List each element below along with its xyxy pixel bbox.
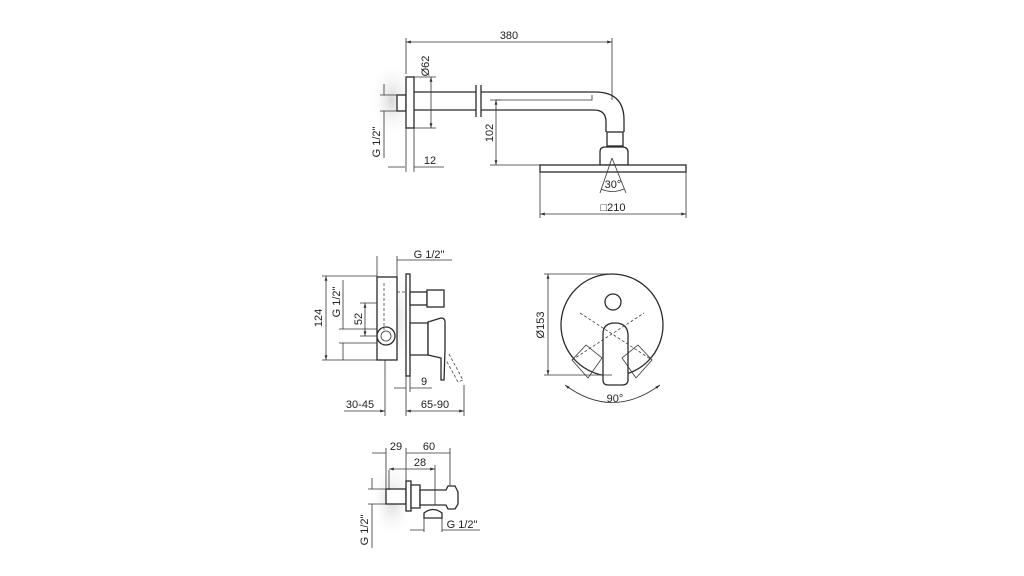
ext-lines-153 bbox=[544, 273, 612, 376]
outlet-port-inner bbox=[380, 330, 392, 342]
dim-side-thread: G 1/2" bbox=[331, 287, 343, 318]
shower-arm-view: 380 Ø62 G 1/2" 12 102 30° □210 bbox=[370, 30, 687, 218]
dim-body-depth: 29 bbox=[390, 441, 402, 453]
ext-lines-62 bbox=[414, 76, 436, 129]
lever-open-position bbox=[445, 353, 464, 383]
dim-plate-gap: 9 bbox=[421, 376, 427, 388]
dim-height: 124 bbox=[313, 309, 325, 327]
dim-lever-rotation: 90° bbox=[607, 393, 624, 405]
wall-shadow bbox=[370, 60, 414, 140]
diverter-stem bbox=[409, 291, 428, 306]
dim-outlet-offset: 52 bbox=[353, 313, 365, 325]
outlet-port bbox=[376, 326, 396, 346]
ext-lines-outlet bbox=[385, 448, 451, 505]
mixer-side-view: G 1/2" 124 G 1/2" 52 9 30-45 65-90 bbox=[313, 249, 465, 416]
dim-line-side-thread bbox=[339, 280, 377, 360]
ext-lines-124 bbox=[322, 275, 377, 361]
dim-plate-diameter: Ø153 bbox=[535, 312, 547, 339]
dim-flange-diameter: Ø62 bbox=[420, 56, 432, 77]
wall-flange bbox=[405, 76, 415, 129]
ext-lines-thread bbox=[380, 94, 397, 112]
dim-thread: G 1/2" bbox=[371, 127, 383, 158]
ext-lines-52 bbox=[360, 302, 377, 337]
arm-connector bbox=[396, 94, 407, 112]
hose-holder bbox=[419, 485, 459, 510]
valve-body bbox=[376, 276, 398, 361]
dim-line-12 bbox=[388, 128, 444, 172]
dim-head-size: □210 bbox=[601, 202, 626, 214]
internal-passage bbox=[383, 283, 405, 330]
head-hub bbox=[599, 146, 629, 166]
dim-flange-depth: 12 bbox=[424, 155, 436, 167]
dim-line-9 bbox=[394, 376, 432, 392]
dim-head-drop: 102 bbox=[484, 124, 496, 142]
swivel-nut bbox=[606, 131, 624, 147]
ext-lines-210 bbox=[539, 172, 687, 218]
wall-outlet-view: 29 60 28 G 1/2" G 1/2" bbox=[359, 441, 480, 548]
shower-arm bbox=[414, 91, 625, 132]
angle-arc-30 bbox=[600, 188, 625, 192]
shower-head-plate bbox=[539, 164, 687, 173]
dim-line-top-thread bbox=[376, 256, 452, 277]
hose-connector bbox=[423, 508, 443, 519]
dim-wall-depth: 30-45 bbox=[346, 399, 374, 411]
inner-bore-line bbox=[496, 95, 593, 101]
dim-length: 380 bbox=[500, 30, 518, 42]
diverter-button bbox=[604, 293, 622, 311]
dim-total-length: 60 bbox=[423, 441, 435, 453]
dim-line-bottom-thread bbox=[410, 518, 480, 532]
dim-projection: 65-90 bbox=[421, 399, 449, 411]
dim-spray-angle: 30° bbox=[605, 179, 622, 191]
dim-top-thread: G 1/2" bbox=[414, 249, 445, 261]
lever-rotation-guides bbox=[571, 312, 653, 361]
ext-lines-380 bbox=[405, 38, 613, 100]
diverter-knob bbox=[426, 289, 445, 308]
dim-bottom-thread: G 1/2" bbox=[447, 519, 478, 531]
outlet-flange bbox=[405, 480, 412, 512]
dim-line-wall-thread bbox=[368, 478, 386, 548]
break-marks bbox=[475, 85, 482, 117]
lever-side-positions bbox=[571, 344, 653, 379]
dim-wall-thread: G 1/2" bbox=[359, 515, 371, 546]
outlet-connector bbox=[385, 488, 407, 505]
outlet-collar bbox=[410, 484, 421, 509]
cartridge-housing bbox=[409, 322, 429, 356]
dim-outlet-position: 28 bbox=[414, 457, 426, 469]
angle-arc-90 bbox=[564, 384, 661, 403]
mixer-lever bbox=[427, 317, 446, 381]
mixer-front-view: 90° Ø153 bbox=[535, 273, 664, 405]
lever-front bbox=[602, 322, 629, 386]
spray-cone bbox=[599, 157, 627, 194]
